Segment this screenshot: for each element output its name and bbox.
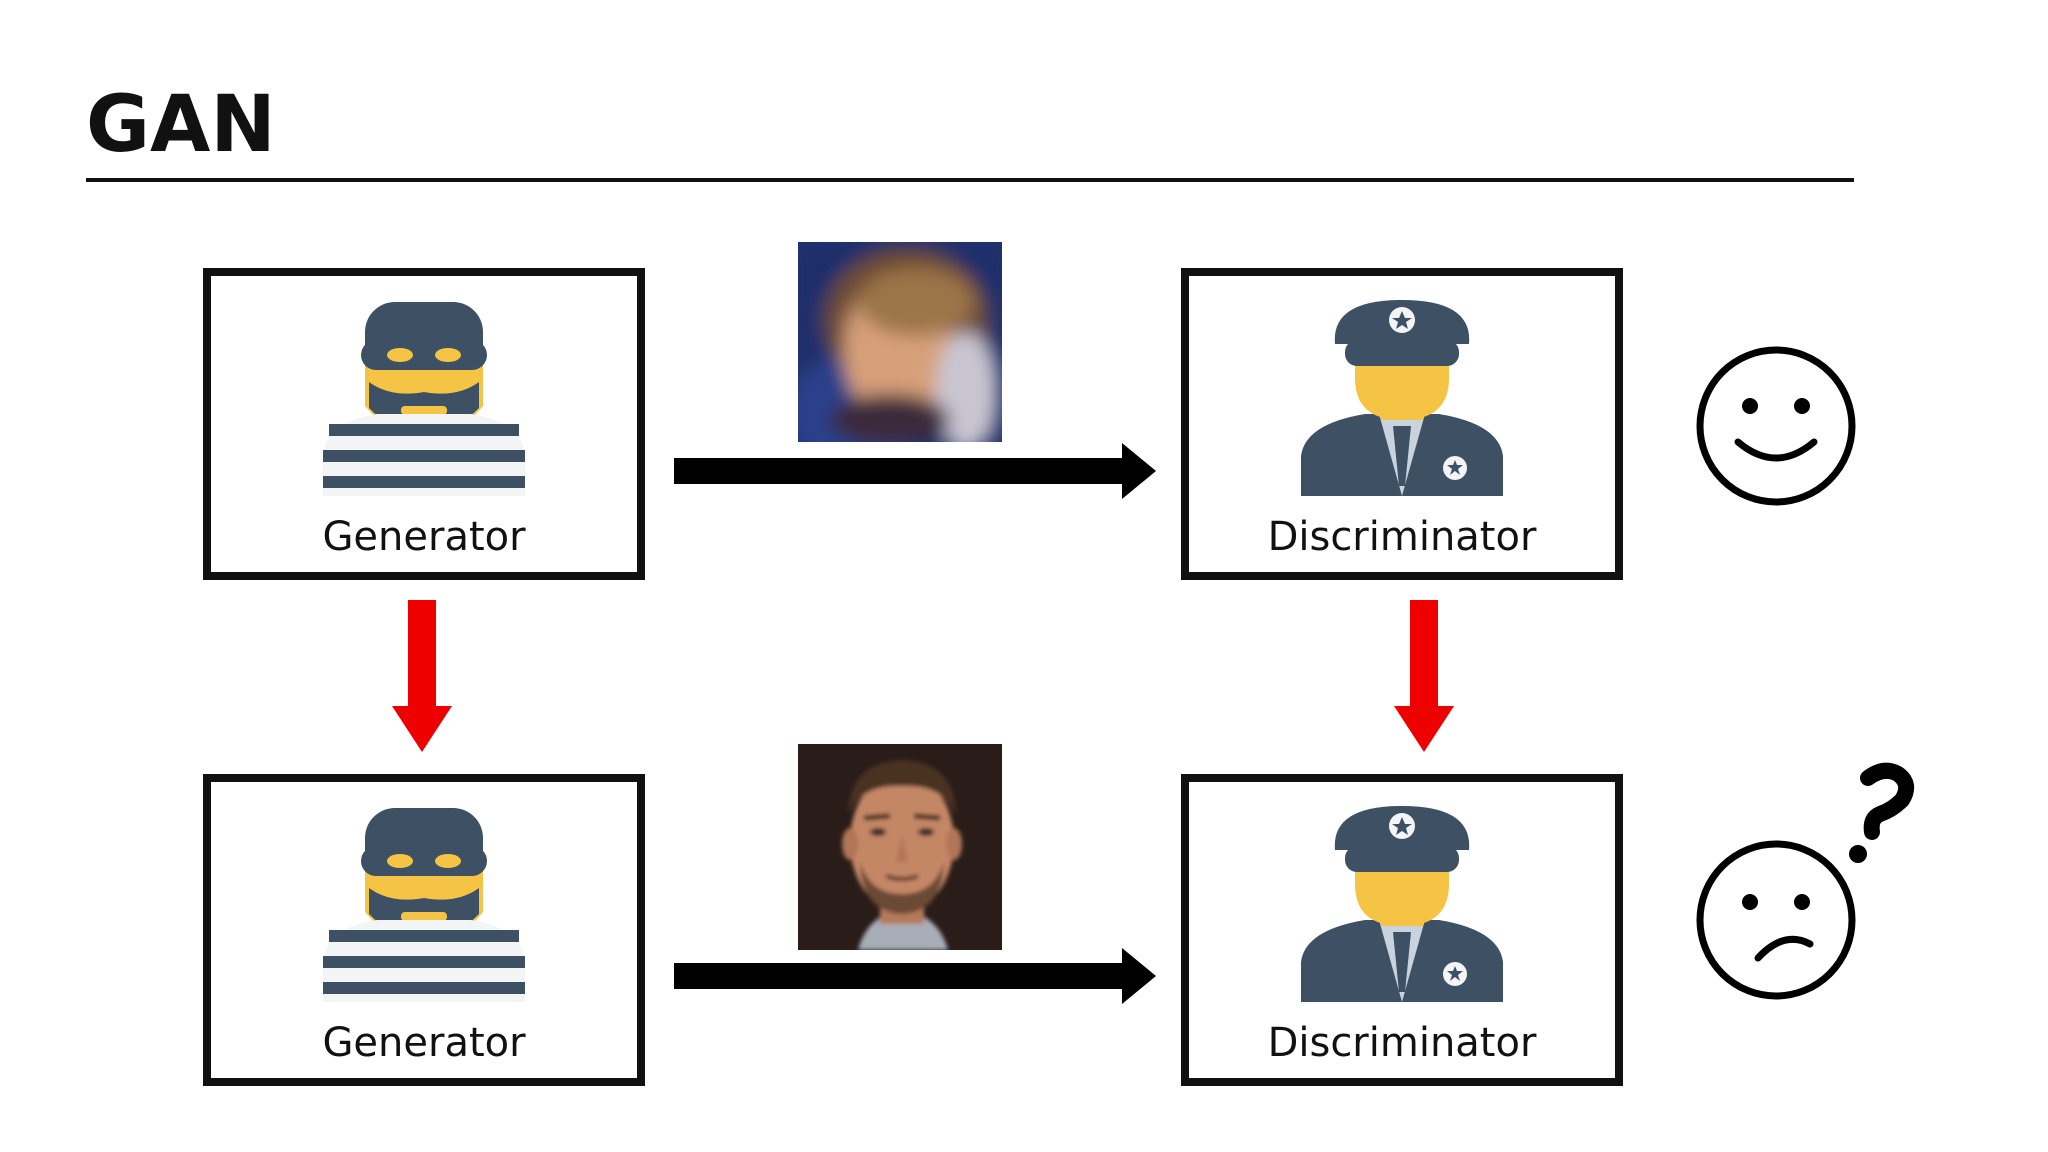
generator-box-bottom: Generator: [203, 774, 645, 1086]
confused-face-icon: [1694, 758, 1924, 1008]
thief-icon: [317, 296, 531, 496]
update-arrow-generator: [392, 600, 452, 752]
realistic-generated-face-photo: [798, 744, 1002, 950]
discriminator-label-bottom: Discriminator: [1189, 1020, 1615, 1066]
update-arrow-discriminator: [1394, 600, 1454, 752]
police-officer-icon: [1295, 802, 1509, 1002]
police-officer-icon: [1295, 296, 1509, 496]
title-divider: [86, 178, 1854, 182]
flow-arrow-top: [674, 441, 1156, 501]
blurry-generated-face-photo: [798, 242, 1002, 442]
generator-label-top: Generator: [211, 514, 637, 560]
smiley-face-icon: [1694, 344, 1858, 508]
flow-arrow-bottom: [674, 946, 1156, 1006]
discriminator-label-top: Discriminator: [1189, 514, 1615, 560]
generator-label-bottom: Generator: [211, 1020, 637, 1066]
discriminator-box-top: Discriminator: [1181, 268, 1623, 580]
thief-icon: [317, 802, 531, 1002]
generator-box-top: Generator: [203, 268, 645, 580]
slide-title: GAN: [86, 80, 276, 170]
question-mark-icon: [1849, 771, 1906, 863]
discriminator-box-bottom: Discriminator: [1181, 774, 1623, 1086]
